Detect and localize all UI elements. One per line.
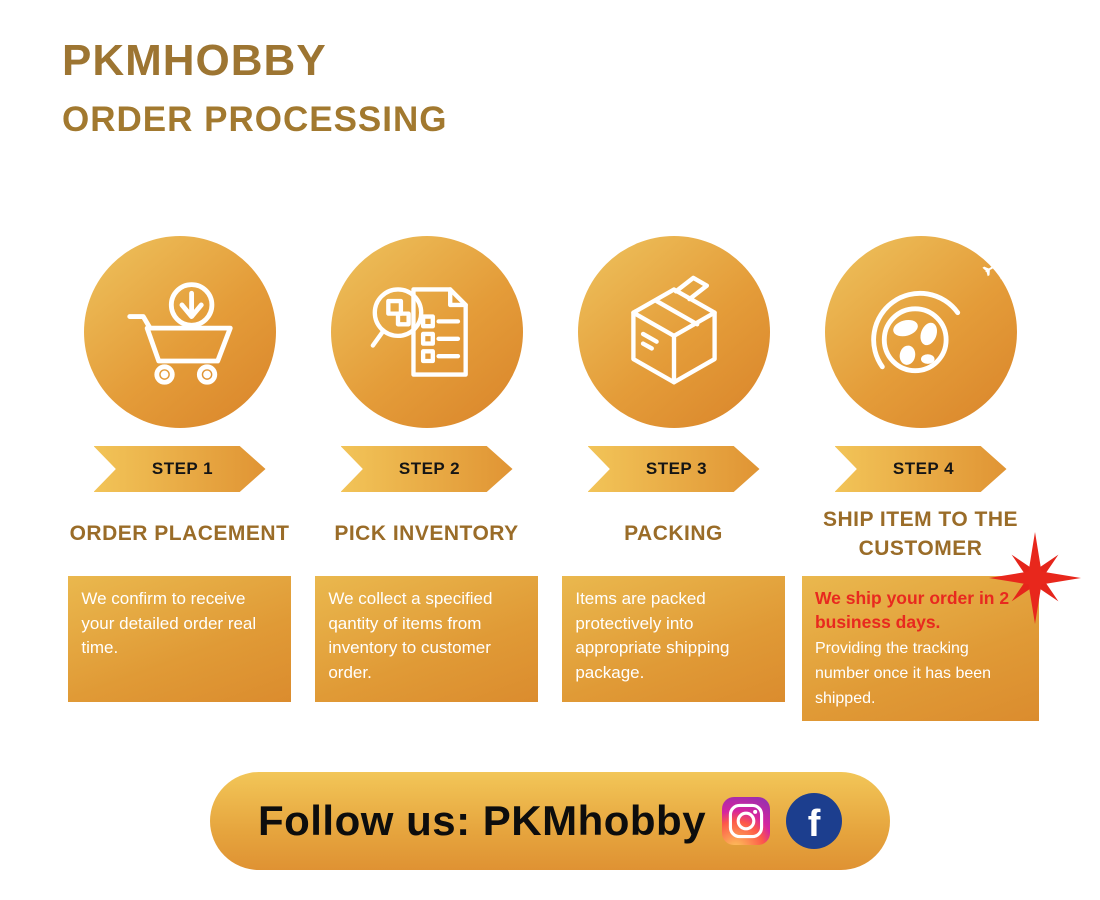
step4-description-box: We ship your order in 2 business days. P… bbox=[801, 532, 1082, 722]
step4-badge-label: STEP 4 bbox=[892, 459, 955, 478]
instagram-icon[interactable] bbox=[722, 797, 771, 845]
steps-row: STEP 1 ORDER PLACEMENT We confirm to rec… bbox=[56, 235, 1082, 722]
step1-description: We confirm to receive your detailed orde… bbox=[81, 589, 257, 658]
step4-description-highlight: We ship your order in 2 business days. bbox=[814, 588, 1010, 632]
step1-badge: STEP 1 bbox=[93, 446, 266, 492]
packing-box-icon bbox=[630, 275, 717, 385]
inventory-checklist-icon bbox=[370, 287, 468, 377]
globe-airplane-icon bbox=[870, 290, 960, 374]
brand-title: PKMHOBBY bbox=[62, 36, 327, 85]
page-title: ORDER PROCESSING bbox=[62, 100, 448, 139]
step-column-3: STEP 3 PACKING Items are packed protecti… bbox=[550, 236, 797, 721]
step3-description: Items are packed protectively into appro… bbox=[575, 589, 730, 682]
airplane-icon: ✈ bbox=[971, 235, 1027, 294]
step3-badge-label: STEP 3 bbox=[645, 459, 708, 478]
facebook-icon[interactable]: f bbox=[786, 793, 843, 849]
step-column-2: STEP 2 PICK INVENTORY We collect a speci… bbox=[303, 236, 550, 721]
step4-badge: STEP 4 bbox=[834, 446, 1007, 492]
step1-badge-label: STEP 1 bbox=[151, 459, 214, 478]
step2-description: We collect a specified qantity of items … bbox=[328, 589, 493, 682]
step3-badge: STEP 3 bbox=[587, 446, 760, 492]
step2-badge-label: STEP 2 bbox=[398, 459, 461, 478]
step3-title: PACKING bbox=[624, 522, 723, 546]
follow-label: Follow us: PKMhobby bbox=[257, 797, 707, 844]
step1-circle bbox=[83, 236, 276, 428]
step1-title: ORDER PLACEMENT bbox=[69, 522, 290, 546]
step2-circle bbox=[330, 236, 523, 428]
step-column-4: ✈ STEP 4 SHIP ITEM TO THE CUSTOMER We sh… bbox=[797, 235, 1082, 722]
follow-banner: Follow us: PKMhobby f bbox=[210, 772, 890, 870]
header: PKMHOBBY ORDER PROCESSING bbox=[62, 36, 448, 140]
step4-circle: ✈ bbox=[824, 235, 1026, 428]
step2-badge: STEP 2 bbox=[340, 446, 513, 492]
step3-description-box: Items are packed protectively into appro… bbox=[562, 576, 785, 702]
step-column-1: STEP 1 ORDER PLACEMENT We confirm to rec… bbox=[56, 236, 303, 721]
step1-description-box: We confirm to receive your detailed orde… bbox=[68, 576, 291, 702]
cart-download-icon bbox=[126, 282, 233, 385]
step3-circle bbox=[577, 236, 770, 428]
step2-title: PICK INVENTORY bbox=[334, 522, 519, 546]
step2-description-box: We collect a specified qantity of items … bbox=[315, 576, 538, 702]
facebook-f-glyph: f bbox=[807, 803, 821, 845]
step4-description: Providing the tracking number once it ha… bbox=[814, 640, 992, 707]
step4-title: SHIP ITEM TO THE CUSTOMER bbox=[822, 507, 1019, 560]
